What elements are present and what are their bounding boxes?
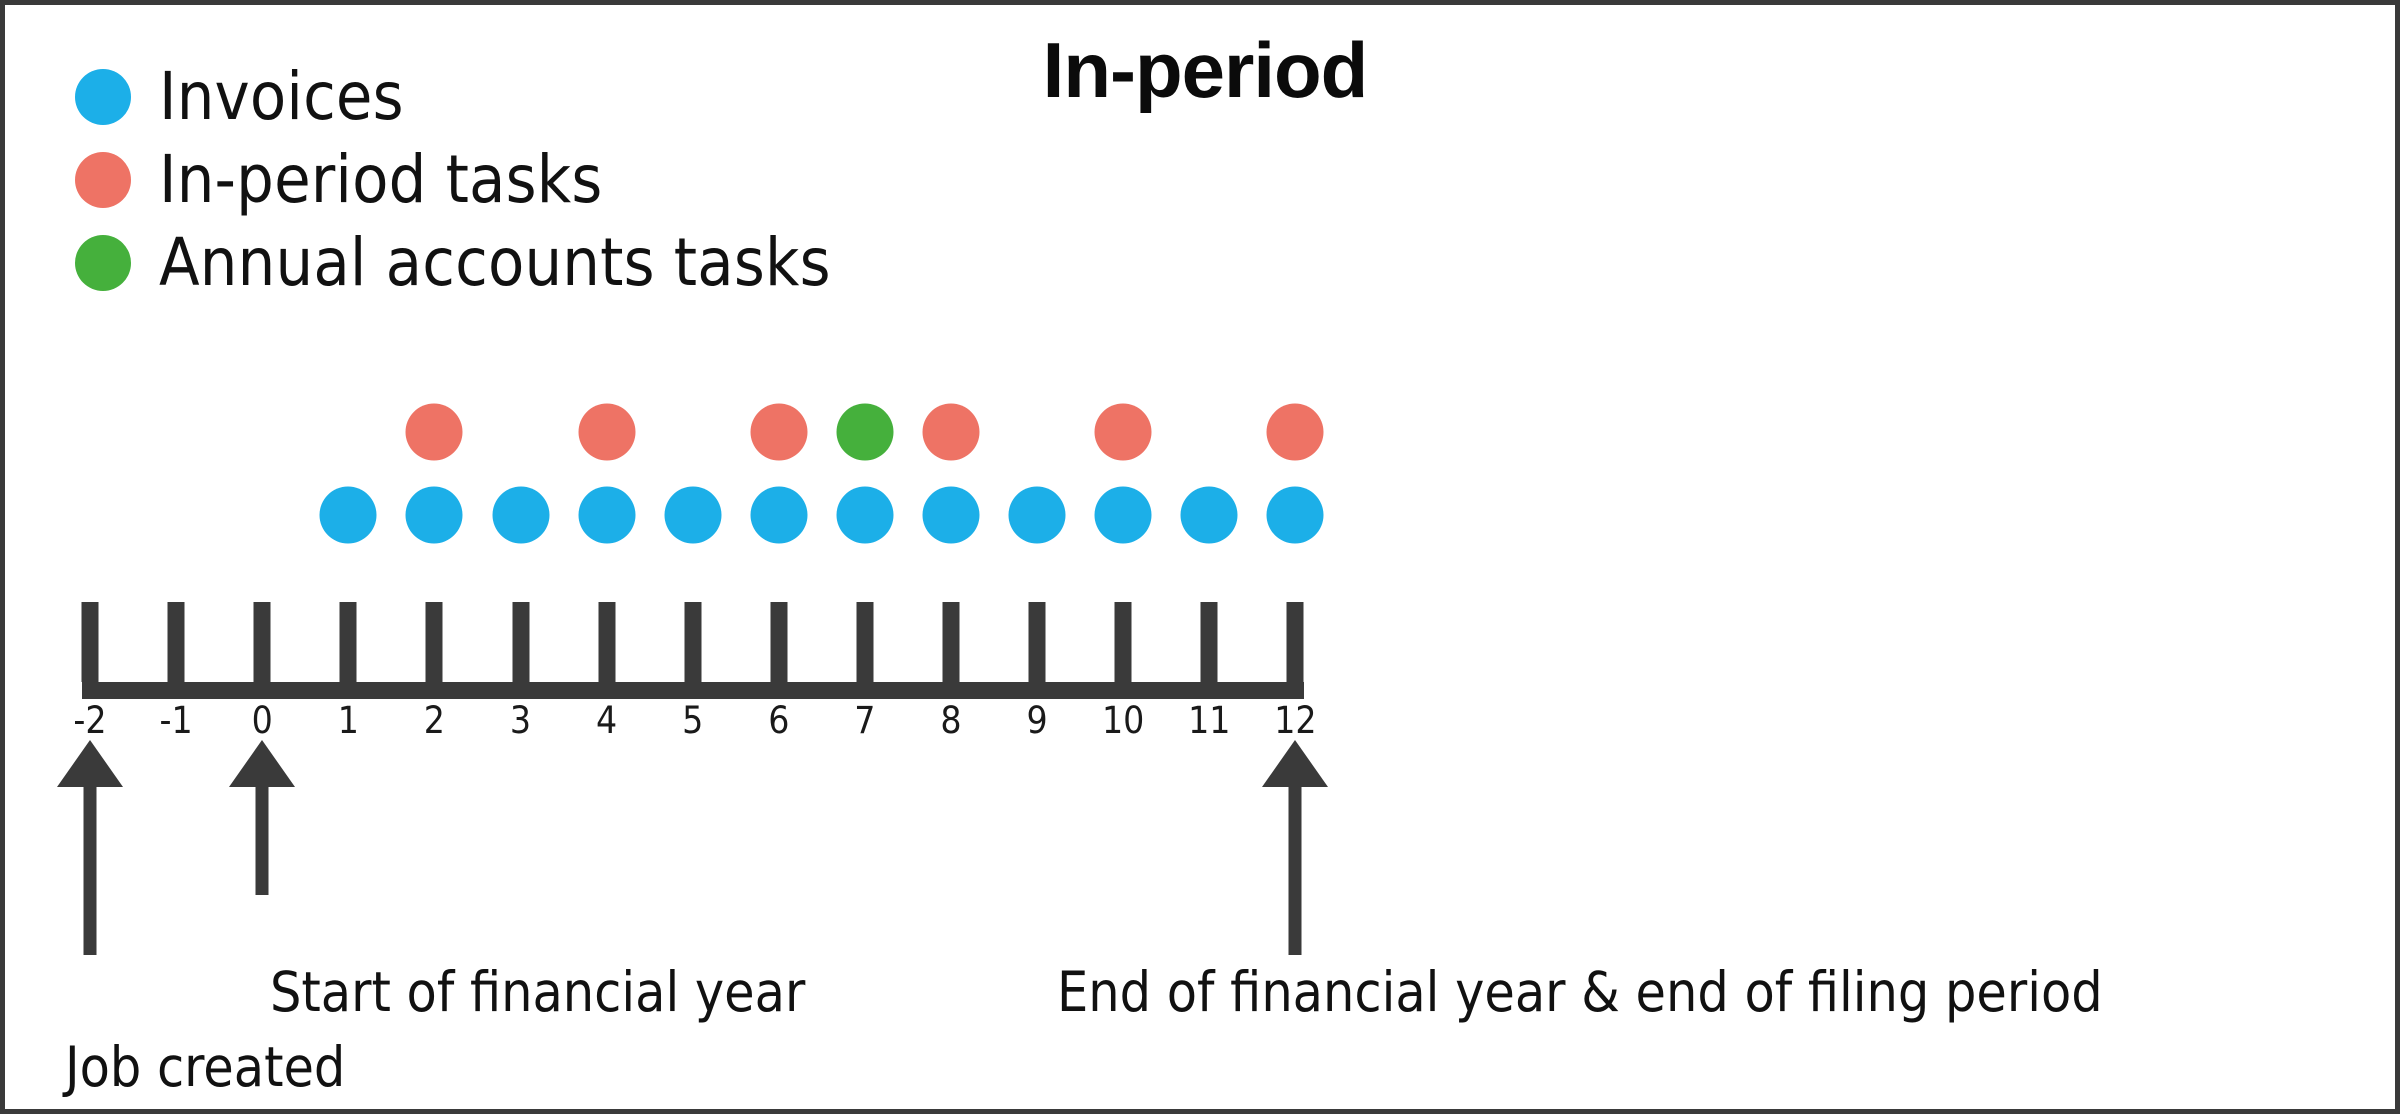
legend-item-annual-accounts-tasks: Annual accounts tasks bbox=[75, 221, 975, 304]
legend-item-label: In-period tasks bbox=[159, 140, 603, 218]
axis-tick-label: 7 bbox=[854, 699, 876, 742]
axis-tick-label: 10 bbox=[1102, 699, 1145, 742]
arrow-up-icon bbox=[57, 740, 123, 787]
axis-tick bbox=[770, 602, 788, 682]
data-point-in-period-tasks bbox=[1266, 403, 1324, 461]
arrow-shaft bbox=[83, 785, 97, 955]
data-point-invoices bbox=[319, 486, 377, 544]
axis-tick bbox=[339, 602, 357, 682]
data-point-in-period-tasks bbox=[405, 403, 463, 461]
data-point-invoices bbox=[1008, 486, 1066, 544]
axis-tick bbox=[1200, 602, 1218, 682]
axis-tick bbox=[1286, 602, 1304, 682]
annotation-arrow-job-created bbox=[55, 740, 125, 955]
legend-item-label: Annual accounts tasks bbox=[159, 223, 831, 301]
data-point-invoices bbox=[922, 486, 980, 544]
blue-circle-swatch-icon bbox=[75, 68, 131, 125]
axis-tick bbox=[684, 602, 702, 682]
annotation-label-start-of-financial-year: Start of financial year bbox=[270, 960, 806, 1024]
green-circle-swatch-icon bbox=[75, 234, 131, 291]
arrow-up-icon bbox=[229, 740, 296, 787]
axis-tick bbox=[1114, 602, 1132, 682]
axis-tick bbox=[1028, 602, 1046, 682]
data-point-annual-accounts-tasks bbox=[836, 403, 894, 461]
axis-tick bbox=[512, 602, 529, 682]
axis-tick-label: 12 bbox=[1274, 699, 1317, 742]
axis-tick bbox=[81, 602, 99, 682]
axis-tick-label: 0 bbox=[251, 699, 273, 742]
axis-tick bbox=[253, 602, 271, 682]
annotation-arrow-start-of-financial-year bbox=[227, 740, 297, 895]
data-point-in-period-tasks bbox=[922, 403, 980, 461]
data-point-in-period-tasks bbox=[1094, 403, 1152, 461]
axis-baseline bbox=[82, 682, 1305, 699]
axis-tick bbox=[598, 602, 616, 682]
arrow-shaft bbox=[255, 785, 269, 895]
data-point-invoices bbox=[664, 486, 722, 544]
data-point-invoices bbox=[492, 486, 549, 544]
axis-tick bbox=[425, 602, 443, 682]
axis-tick-label: 6 bbox=[768, 699, 790, 742]
data-point-invoices bbox=[1180, 486, 1238, 544]
axis-tick-label: 9 bbox=[1026, 699, 1048, 742]
annotation-label-job-created: Job created bbox=[65, 1035, 346, 1099]
data-point-in-period-tasks bbox=[578, 403, 636, 461]
arrow-shaft bbox=[1288, 785, 1302, 955]
axis-tick-label: 1 bbox=[337, 699, 359, 742]
axis-tick-label: 3 bbox=[509, 699, 532, 742]
axis-tick-label: 4 bbox=[596, 699, 618, 742]
axis-tick-label: 8 bbox=[940, 699, 962, 742]
legend-item-label: Invoices bbox=[159, 57, 404, 135]
data-point-invoices bbox=[836, 486, 894, 544]
data-point-invoices bbox=[1266, 486, 1324, 544]
axis-tick-label: -2 bbox=[73, 699, 107, 742]
legend-item-in-period-tasks: In-period tasks bbox=[75, 138, 975, 221]
axis-tick bbox=[942, 602, 960, 682]
axis-tick bbox=[167, 602, 185, 682]
data-point-invoices bbox=[405, 486, 463, 544]
annotation-label-end-of-financial-year: End of financial year & end of filing pe… bbox=[1057, 960, 2103, 1024]
axis-tick bbox=[856, 602, 874, 682]
data-point-invoices bbox=[578, 486, 636, 544]
axis-tick-label: -1 bbox=[159, 699, 193, 742]
annotation-arrow-end-of-financial-year bbox=[1260, 740, 1330, 955]
axis-tick-label: 5 bbox=[682, 699, 704, 742]
legend-item-invoices: Invoices bbox=[75, 55, 975, 138]
page-title: In-period bbox=[1042, 26, 1369, 114]
axis-tick-label: 2 bbox=[423, 699, 445, 742]
data-point-invoices bbox=[1094, 486, 1152, 544]
axis-tick-label: 11 bbox=[1188, 699, 1231, 742]
data-point-invoices bbox=[750, 486, 808, 544]
data-point-in-period-tasks bbox=[750, 403, 808, 461]
arrow-up-icon bbox=[1262, 740, 1329, 787]
salmon-circle-swatch-icon bbox=[75, 151, 131, 208]
